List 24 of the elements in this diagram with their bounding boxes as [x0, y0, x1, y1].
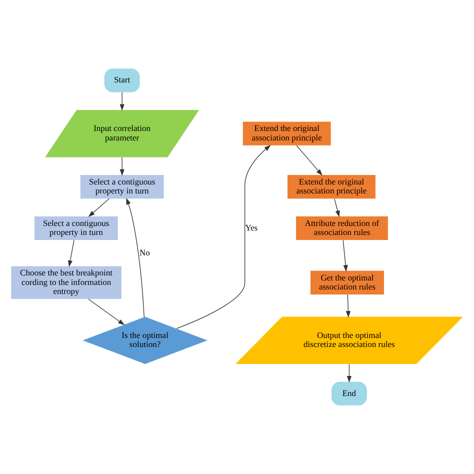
node-box: Start: [104, 68, 140, 92]
arrow: [334, 198, 340, 218]
edge-label: Yes: [245, 222, 258, 232]
node-box: Extend the original association principle: [242, 122, 331, 146]
arrow: [342, 240, 348, 272]
arrow: [120, 92, 124, 111]
arrow: [120, 157, 124, 176]
node-box: Choose the best breakpoint cording to the information entropy: [11, 266, 122, 300]
node-box: Select a contiguous property in turn: [34, 216, 118, 240]
arrow: [296, 145, 322, 176]
node-box: Select a contiguous property in turn: [80, 174, 164, 199]
arrow: [346, 364, 352, 383]
arrow: [346, 294, 350, 318]
arrow: [68, 240, 74, 268]
node-box: Attribute reduction of association rules: [296, 216, 388, 240]
node-box: Get the optimal association rules: [310, 270, 384, 294]
arrow: [88, 198, 110, 217]
node-box: Extend the original association principle: [288, 174, 376, 199]
arrow: [88, 298, 125, 326]
edge-label: No: [140, 247, 150, 258]
arrow: [126, 198, 144, 318]
node-box: End: [331, 382, 367, 406]
arrow: [176, 144, 271, 329]
node-diamond: Is the optimal solution?: [82, 316, 208, 364]
